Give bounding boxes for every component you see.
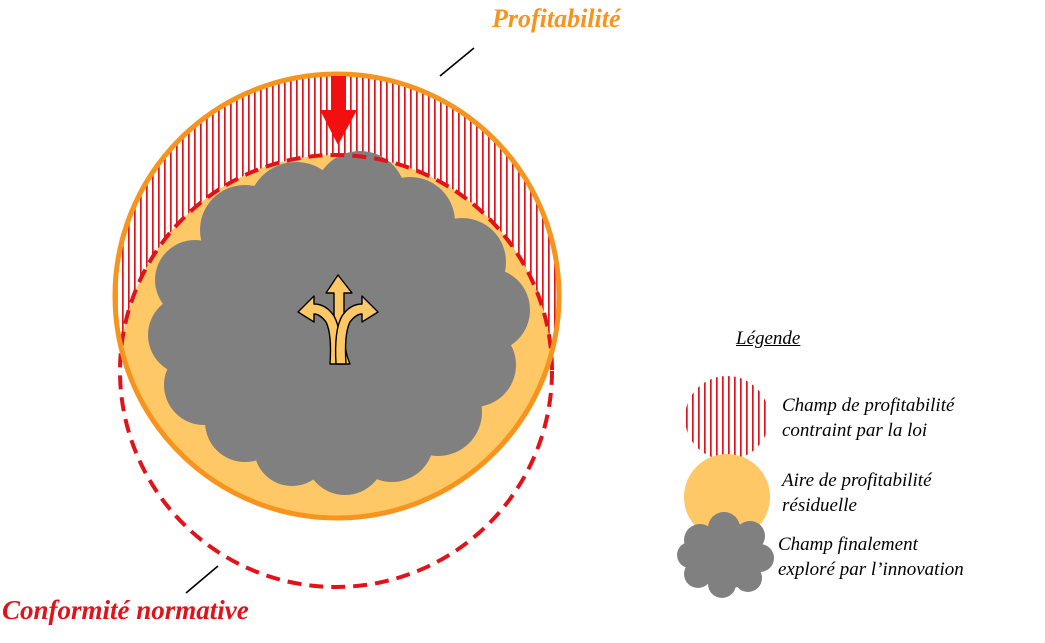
explored-innovation-cloud xyxy=(148,151,530,495)
conformity-leader-line xyxy=(185,565,219,594)
legend-item-constrained-line2: contraint par la loi xyxy=(782,420,928,441)
legend-item-residual-line2: résiduelle xyxy=(782,495,857,516)
legend-item-explored: Champ finalement exploré par l’innovatio… xyxy=(778,532,964,582)
profitability-label: Profitabilité xyxy=(492,4,621,33)
legend-item-explored-line1: Champ finalement xyxy=(778,534,918,555)
normative-conformity-label: Conformité normative xyxy=(2,595,249,625)
legend-title: Légende xyxy=(736,328,801,349)
legend-item-residual: Aire de profitabilité résiduelle xyxy=(782,468,932,518)
legend-symbol-constrained xyxy=(685,376,769,460)
profitability-circle xyxy=(112,71,562,521)
legend-item-constrained: Champ de profitabilité contraint par la … xyxy=(782,393,954,443)
legend-symbol-explored xyxy=(677,512,774,598)
legend-item-explored-line2: exploré par l’innovation xyxy=(778,559,964,580)
legend-item-constrained-line1: Champ de profitabilité xyxy=(782,395,955,416)
profitability-leader-line xyxy=(439,47,475,77)
legend-symbol-residual xyxy=(684,454,770,540)
legend-item-residual-line1: Aire de profitabilité xyxy=(782,470,932,491)
normative-conformity-circle xyxy=(118,153,554,589)
down-arrow-icon xyxy=(320,76,357,145)
three-way-arrow-icon xyxy=(297,274,379,365)
